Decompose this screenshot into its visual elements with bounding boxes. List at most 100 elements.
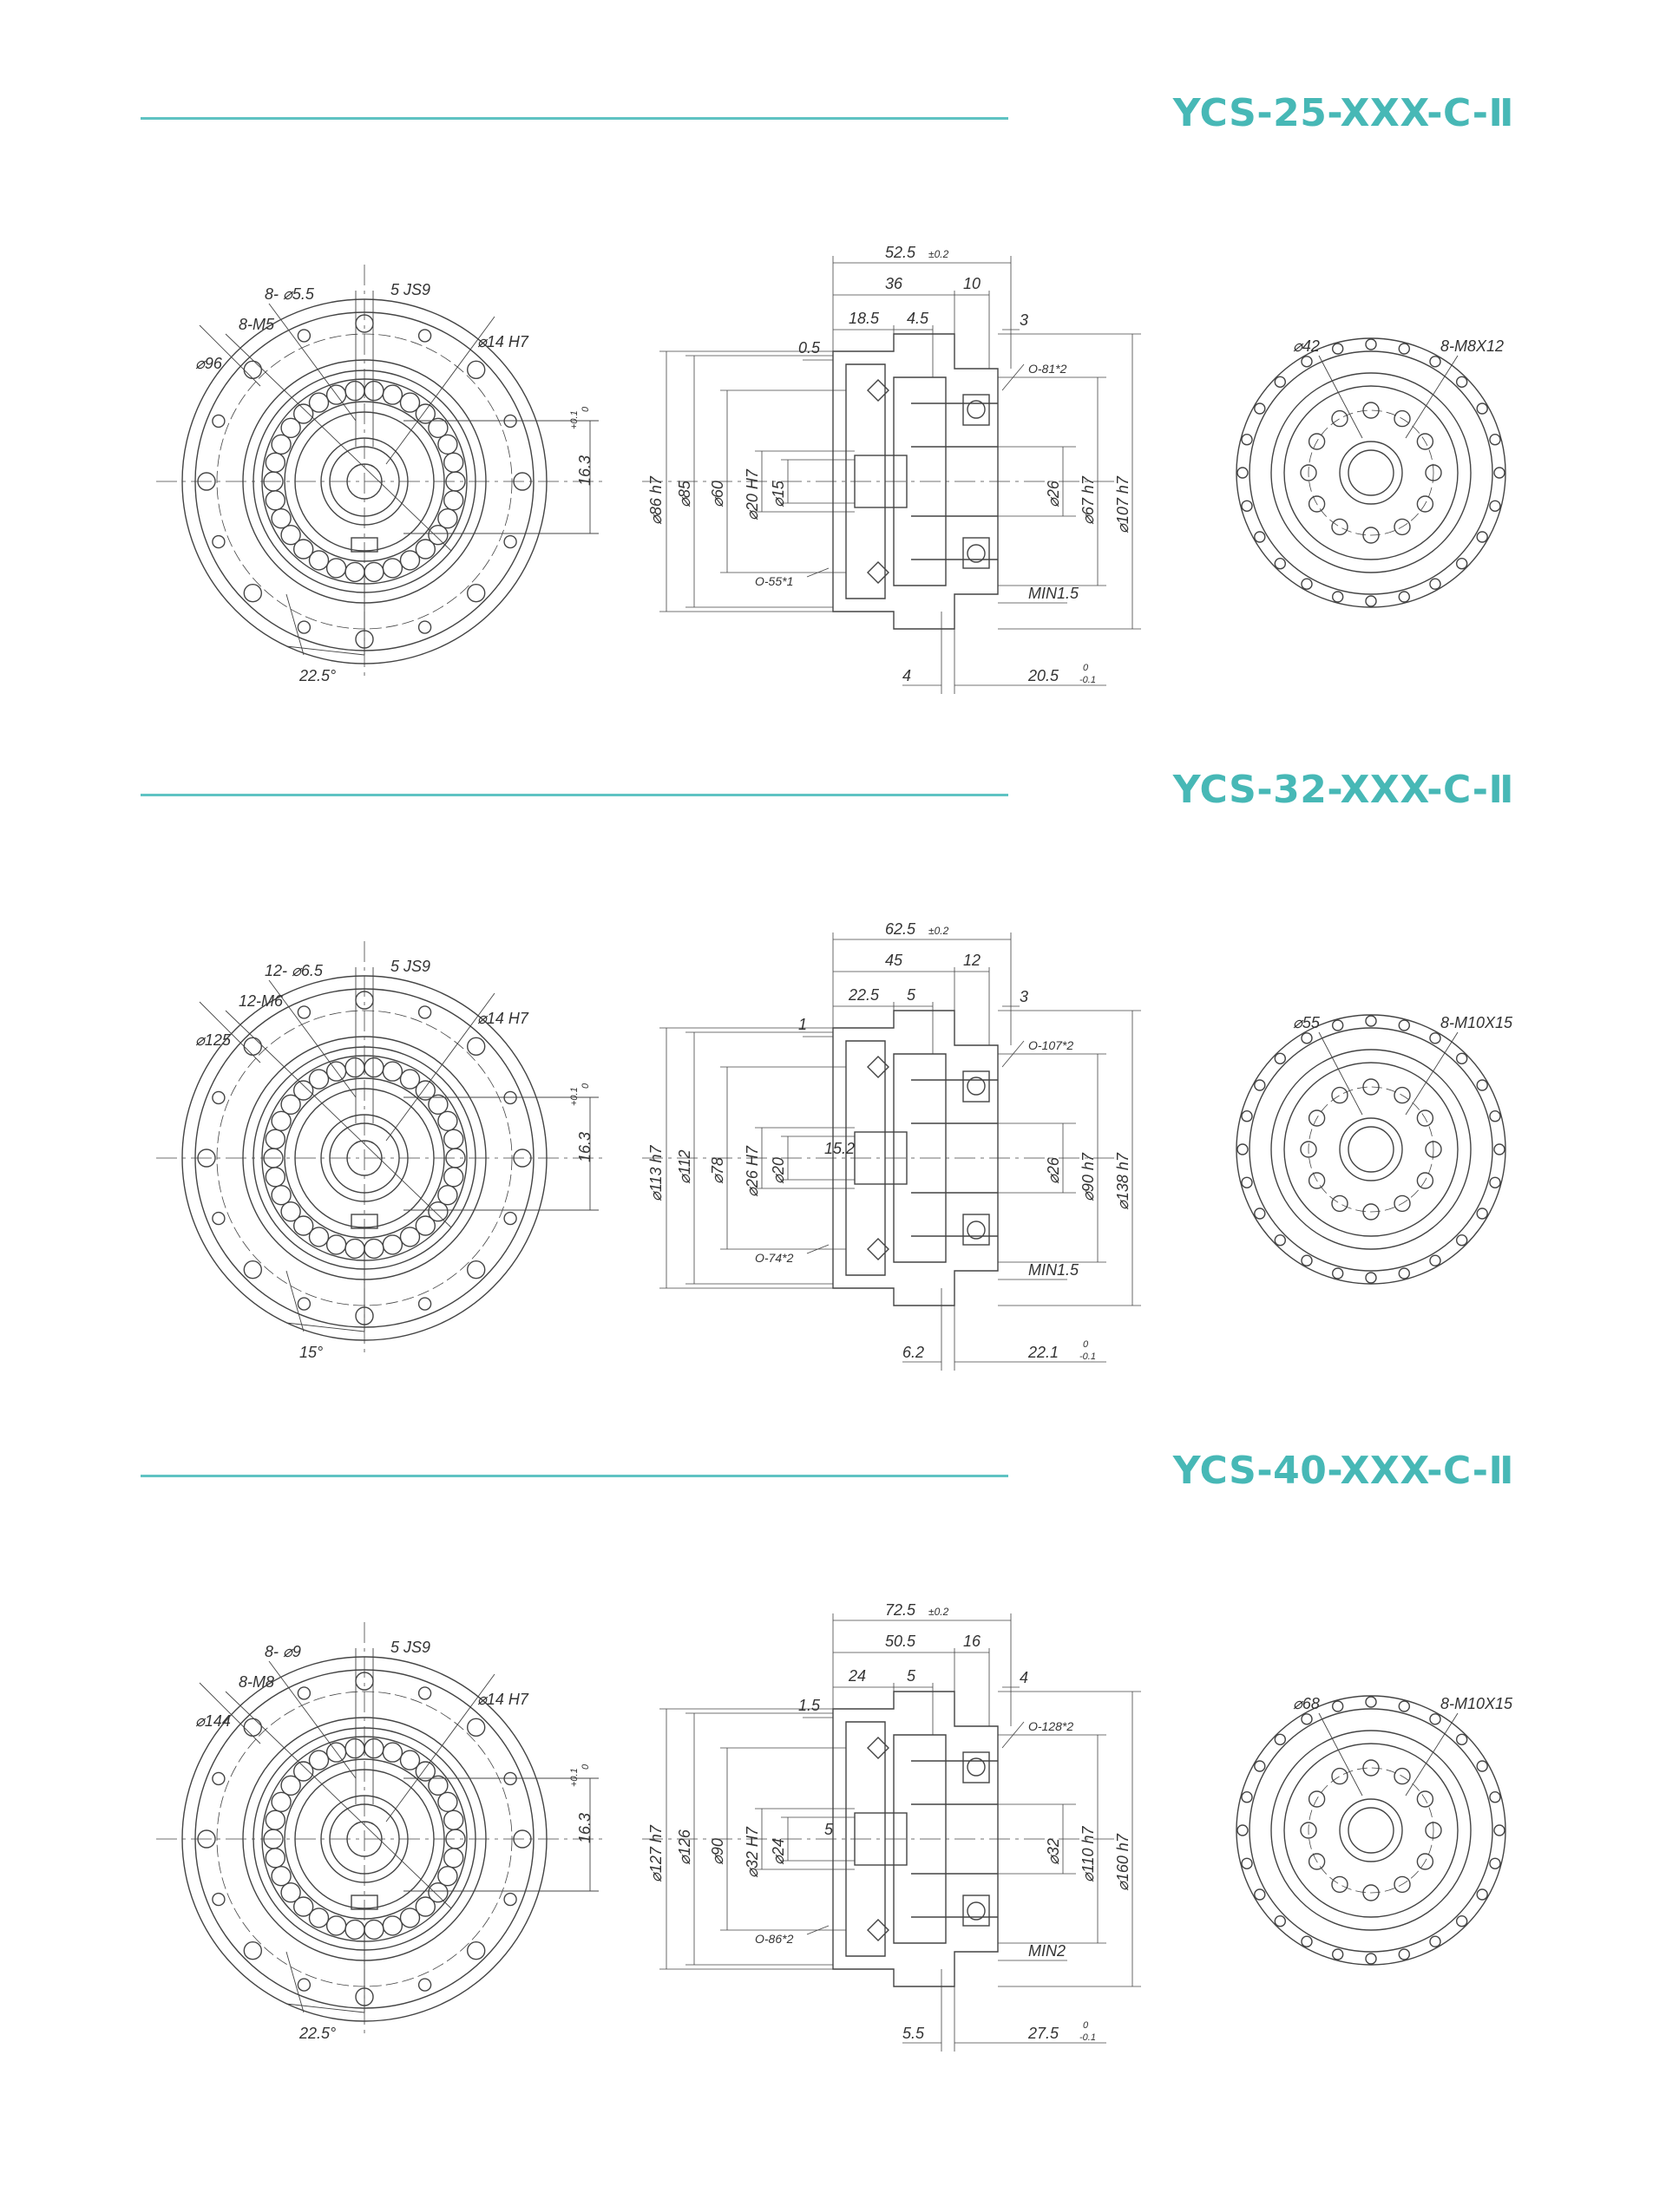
mounting-hole — [297, 1005, 312, 1019]
roller — [382, 1234, 403, 1255]
dia-right-1: ⌀110 h7 — [1079, 1825, 1097, 1882]
back-view — [1236, 1014, 1506, 1285]
roller — [415, 1896, 436, 1917]
min-label: MIN1.5 — [1028, 585, 1079, 602]
mounting-hole — [197, 1149, 216, 1168]
roller — [437, 1185, 458, 1206]
back-inner-hole — [1362, 527, 1380, 544]
back-outer-hole — [1236, 467, 1249, 479]
dim-d3: 22.5 — [848, 986, 880, 1004]
dia-left-4: ⌀24 — [770, 1838, 787, 1865]
mounting-hole — [417, 1297, 432, 1311]
dia-left-0: ⌀86 h7 — [647, 475, 665, 525]
roller — [382, 1742, 403, 1763]
back-outer-hole — [1331, 591, 1344, 603]
roller — [382, 384, 403, 405]
bore-circle — [346, 463, 383, 500]
back-inner-hole — [1362, 402, 1380, 419]
total-tol: ±0.2 — [928, 925, 949, 937]
tap-label: 12-M6 — [239, 992, 284, 1010]
back-inner-hole — [1362, 1203, 1380, 1221]
mounting-hole — [297, 620, 312, 634]
roller — [415, 1080, 436, 1101]
dia-left-3: ⌀26 H7 — [744, 1145, 761, 1197]
dim-d3: 24 — [848, 1667, 866, 1685]
side-section-view — [642, 933, 1141, 1371]
back-outer-hole — [1274, 376, 1287, 389]
back-outer-hole — [1455, 376, 1468, 389]
back-outer-hole — [1241, 1176, 1253, 1188]
back-outer-hole — [1398, 591, 1411, 603]
back-inner-hole — [1394, 1194, 1411, 1213]
dia-left-0: ⌀113 h7 — [647, 1144, 665, 1201]
dia-left-2: ⌀78 — [709, 1157, 726, 1184]
outer-flange-circle — [181, 975, 548, 1341]
back-outer-hole — [1429, 1935, 1441, 1947]
roller — [399, 550, 421, 571]
roller — [325, 558, 347, 579]
oring-bottom: O-55*1 — [755, 574, 793, 588]
roller — [308, 392, 330, 413]
model-title: YCS-25-XXX-C-Ⅱ — [1172, 91, 1514, 135]
back-outer-hole — [1398, 1267, 1411, 1279]
roller — [443, 490, 464, 511]
key-tol-lower: 0 — [580, 1764, 591, 1770]
dia-left-2: ⌀60 — [709, 481, 726, 507]
back-inner-hole — [1416, 1853, 1434, 1870]
roller — [308, 1750, 330, 1770]
mounting-hole — [467, 1718, 486, 1738]
keyway-label: 5 JS9 — [390, 1639, 430, 1656]
roller — [443, 1129, 464, 1149]
dim-d5: 3 — [1020, 311, 1028, 329]
dia-left-4: ⌀15 — [770, 480, 787, 507]
mounting-hole — [212, 1211, 226, 1226]
angle-label: 15° — [299, 1344, 323, 1361]
roller-ring — [263, 380, 466, 583]
bottom-left-dim: 5.5 — [902, 2025, 925, 2042]
pcd-label: ⌀125 — [195, 1031, 232, 1049]
mounting-hole — [197, 1829, 216, 1849]
roller — [437, 1110, 458, 1131]
back-outer-hole — [1493, 1824, 1505, 1836]
roller — [325, 1234, 347, 1255]
roller — [428, 1094, 449, 1115]
back-inner-hole — [1308, 1790, 1326, 1808]
model-section-3: YCS-40-XXX-C-Ⅱ — [0, 1449, 1666, 2151]
back-outer-hole — [1455, 1052, 1468, 1065]
back-outer-circle — [1236, 1695, 1506, 1966]
bore-label: ⌀14 H7 — [477, 1010, 529, 1027]
back-outer-circle — [1236, 337, 1506, 608]
mounting-hole — [417, 329, 432, 343]
back-inner-hole — [1308, 433, 1326, 450]
mounting-hole — [467, 1037, 486, 1057]
inner-dim: 5 — [824, 1821, 834, 1838]
back-outer-hole — [1274, 1915, 1287, 1927]
section-rule — [141, 1475, 1008, 1477]
roller — [443, 1848, 464, 1868]
back-tap-label: 8-M8X12 — [1440, 337, 1504, 355]
roller — [280, 1094, 301, 1115]
roller — [293, 1215, 314, 1236]
back-dia-label: ⌀68 — [1293, 1695, 1320, 1712]
roller — [415, 403, 436, 424]
oring-top: O-107*2 — [1028, 1038, 1073, 1052]
back-inner-hole — [1425, 464, 1442, 481]
roller — [344, 380, 365, 402]
mounting-hole — [503, 534, 517, 549]
back-inner-hole — [1416, 1790, 1434, 1808]
key-tol-upper: +0.1 — [569, 1768, 580, 1787]
back-inner-hole — [1394, 1767, 1411, 1785]
back-outer-hole — [1476, 1207, 1488, 1220]
back-outer-hole — [1429, 578, 1441, 590]
bottom-right-dim: 22.1 — [1027, 1344, 1059, 1361]
back-outer-hole — [1254, 1207, 1266, 1220]
back-outer-hole — [1274, 1733, 1287, 1746]
roller — [265, 1167, 285, 1188]
back-outer-hole — [1493, 467, 1505, 479]
back-inner-hole — [1331, 1875, 1348, 1894]
bore-label: ⌀14 H7 — [477, 333, 529, 350]
roller — [308, 550, 330, 571]
section-rule — [141, 794, 1008, 796]
key-height-label: 16.3 — [576, 1813, 594, 1843]
back-inner-hole — [1300, 1141, 1317, 1158]
